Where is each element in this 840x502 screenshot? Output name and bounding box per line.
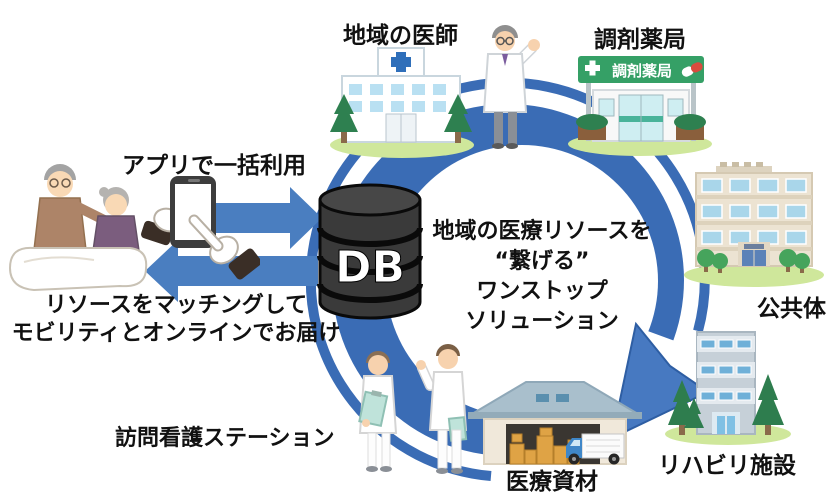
matching-text-block: リソースをマッチングして モビリティとオンラインでお届け [0, 292, 352, 348]
center-line-2: “繋げる” [494, 249, 590, 274]
pine-tree-icon [330, 94, 472, 143]
delivery-truck-icon [566, 433, 625, 465]
matching-line-1: リソースをマッチングして [44, 293, 308, 318]
center-line-1: 地域の医療リソースを [432, 219, 652, 244]
label-public-body: 公共体 [757, 296, 826, 322]
pine-tree-icon [668, 374, 784, 435]
rehab-windows [700, 339, 752, 401]
grandfather [33, 164, 109, 251]
capsule-icon [681, 62, 703, 77]
label-local-doctor: 地域の医師 [343, 23, 458, 49]
nurses-icon [358, 344, 468, 474]
database-label: DB [335, 242, 405, 293]
center-line-3: ワンストップ [476, 279, 608, 304]
round-tree-icon [697, 249, 810, 273]
pharmacy-sign-text: 調剤薬局 [612, 62, 672, 80]
hospital-icon [330, 47, 474, 158]
elderly-couple-icon [8, 164, 148, 292]
public-building-icon [684, 162, 824, 287]
arrow-right-icon [213, 187, 322, 249]
nurse-male [416, 344, 468, 474]
smartphone-hand-icon [140, 176, 260, 280]
database-icon: DB [317, 183, 423, 320]
matching-line-2: モビリティとオンラインでお届け [11, 321, 341, 346]
rehab-building-icon [665, 331, 791, 445]
label-rehab-facility: リハビリ施設 [658, 453, 796, 479]
warehouse-icon [468, 381, 642, 465]
label-app-bulk-use: アプリで一括利用 [122, 153, 306, 179]
public-building-windows [701, 178, 807, 245]
doctor-icon [482, 25, 540, 149]
cross-icon [585, 60, 600, 76]
pharmacy-icon: 調剤薬局 [568, 56, 712, 156]
label-medical-supplies: 医療資材 [506, 469, 598, 495]
pharmacy-sign [578, 56, 704, 83]
label-pharmacy: 調剤薬局 [594, 27, 686, 53]
label-nursing-station: 訪問看護ステーション [115, 426, 335, 451]
futon-blanket [8, 246, 148, 292]
nurse-female [358, 351, 398, 472]
center-text-block: 地域の医療リソースを “繋げる” ワンストップ ソリューション [402, 217, 682, 337]
hospital-windows [349, 84, 446, 112]
center-line-4: ソリューション [465, 309, 619, 334]
